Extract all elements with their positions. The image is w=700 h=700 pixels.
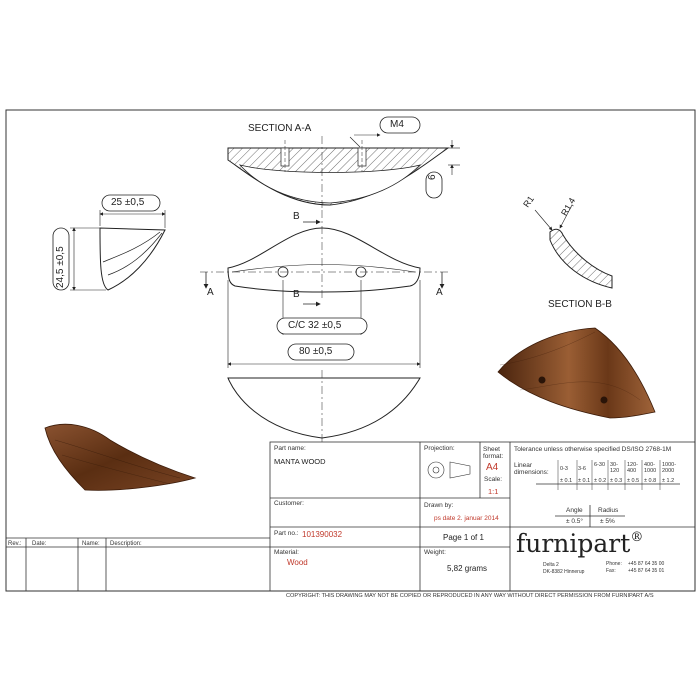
wood-render-top <box>497 327 656 419</box>
description-label: Description: <box>110 541 142 547</box>
top-view <box>200 210 450 368</box>
section-marker-b-top: B <box>293 211 300 222</box>
scale-value: 1:1 <box>488 487 499 496</box>
scale-label: Scale: <box>484 476 503 483</box>
tolerance-5: ± 0.8 <box>644 478 657 484</box>
phone-label: Phone: <box>606 561 622 567</box>
part-name-label: Part name: <box>274 445 306 452</box>
drawn-by-label: Drawn by: <box>424 502 454 509</box>
address-line-2: DK-8382 Hinnerup <box>543 569 585 575</box>
weight-label: Weight: <box>424 549 446 556</box>
tolerance-2: ± 0.2 <box>594 478 607 484</box>
part-no-value: 101390032 <box>302 530 343 539</box>
fax-label: Fax: <box>606 568 616 574</box>
cc-dim: C/C 32 ±0,5 <box>288 320 342 331</box>
sheet-format-value: A4 <box>486 462 499 473</box>
range-3: 30-120 <box>610 462 620 475</box>
tolerance-6: ± 1.2 <box>662 478 675 484</box>
angle-label: Angle <box>566 507 583 514</box>
fax-value: +45 87 64 35 01 <box>628 568 665 574</box>
width-dim: 25 ±0,5 <box>111 197 145 208</box>
side-view <box>52 194 166 291</box>
section-marker-a-right: A <box>436 287 443 298</box>
range-5: 400-1000 <box>644 462 657 475</box>
title-block-grid <box>6 441 696 592</box>
tolerance-3: ± 0.3 <box>610 478 623 484</box>
date-label: Date: <box>32 541 47 547</box>
depth-dim: 6 <box>427 174 438 180</box>
range-1: 3-6 <box>578 466 586 472</box>
drawn-by-value: ps date 2. januar 2014 <box>434 515 499 522</box>
bottom-view <box>227 370 421 445</box>
radius-value: ± 5% <box>600 518 615 525</box>
material-label: Material: <box>274 549 299 556</box>
range-0: 0-3 <box>560 466 568 472</box>
thread-label: M4 <box>390 119 404 130</box>
phone-value: +45 87 64 35 00 <box>628 561 665 567</box>
section-marker-b-bottom: B <box>293 289 300 300</box>
part-no-label: Part no.: <box>274 530 299 537</box>
material-value: Wood <box>287 558 308 567</box>
range-2: 6-30 <box>594 462 606 468</box>
name-label: Name: <box>82 541 100 547</box>
linear-dimensions-label: Linear dimensions: <box>514 462 549 477</box>
section-aa-view <box>227 116 460 210</box>
height-dim: 24,5 ±0,5 <box>55 246 66 288</box>
tolerance-0: ± 0.1 <box>560 478 573 484</box>
section-bb-view <box>534 204 613 289</box>
brand-logo: furnipart® <box>516 529 644 558</box>
tolerance-title: Tolerance unless otherwise specified DS/… <box>514 446 672 453</box>
range-4: 120-400 <box>627 462 639 475</box>
projection-label: Projection: <box>424 445 455 452</box>
part-name-value: MANTA WOOD <box>274 457 326 466</box>
angle-value: ± 0.5° <box>566 518 584 525</box>
customer-label: Customer: <box>274 500 304 507</box>
sheet-format-label: Sheet format: <box>483 446 504 461</box>
rev-label: Rev.: <box>8 541 22 547</box>
page-indicator: Page 1 of 1 <box>443 533 484 542</box>
range-6: 1000-2000 <box>662 462 677 475</box>
projection-symbol-icon <box>427 461 471 479</box>
wood-render-side <box>44 423 197 491</box>
section-marker-a-left: A <box>207 287 214 298</box>
weight-value: 5,82 grams <box>447 564 488 573</box>
copyright-notice: COPYRIGHT: THIS DRAWING MAY NOT BE COPIE… <box>286 593 654 599</box>
tolerance-1: ± 0.1 <box>578 478 591 484</box>
address-line-1: Delta 2 <box>543 562 559 568</box>
section-aa-label: SECTION A-A <box>248 123 312 134</box>
radius-label: Radius <box>598 507 619 514</box>
length-dim: 80 ±0,5 <box>299 346 333 357</box>
section-bb-label: SECTION B-B <box>548 299 612 310</box>
tolerance-4: ± 0.5 <box>627 478 640 484</box>
